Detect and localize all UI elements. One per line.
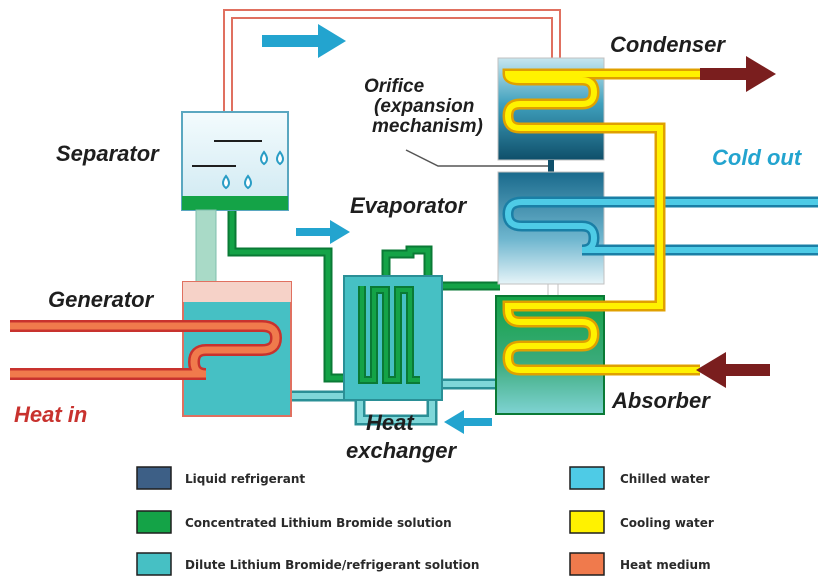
heat-in-label: Heat in xyxy=(14,402,87,427)
legend-label: Liquid refrigerant xyxy=(185,472,305,486)
legend-item: Cooling water xyxy=(569,510,714,534)
cooling-in-arrow-icon xyxy=(696,352,770,388)
solution-flow-arrow-icon xyxy=(296,220,350,244)
generator-riser xyxy=(195,209,217,285)
vapour-flow-arrow-icon xyxy=(262,24,346,58)
cooling-out-arrow-icon xyxy=(700,56,776,92)
separator-vessel xyxy=(181,111,289,211)
return-flow-arrow-icon xyxy=(444,410,492,434)
cold-out-label: Cold out xyxy=(712,145,803,170)
orifice-leader-line xyxy=(405,149,548,167)
legend-item: Dilute Lithium Bromide/refrigerant solut… xyxy=(136,552,479,576)
condenser-label: Condenser xyxy=(610,32,726,57)
droplet-icon xyxy=(222,150,284,190)
heat-exchanger-label: Heat xyxy=(366,410,415,435)
heat-exchanger xyxy=(343,275,443,401)
condensate-tube xyxy=(548,160,554,174)
legend-label: Cooling water xyxy=(620,516,714,530)
legend-swatch xyxy=(569,510,605,534)
chilled-water-coil xyxy=(502,196,818,256)
legend-label: Concentrated Lithium Bromide solution xyxy=(185,516,452,530)
legend-item: Liquid refrigerant xyxy=(136,466,305,490)
legend-item: Concentrated Lithium Bromide solution xyxy=(136,510,452,534)
heat-exchanger-label-line2: exchanger xyxy=(346,438,457,463)
legend-label: Chilled water xyxy=(620,472,710,486)
separator-label: Separator xyxy=(56,141,160,166)
legend-swatch xyxy=(136,510,172,534)
heat-medium-coil xyxy=(10,320,283,380)
legend-label: Heat medium xyxy=(620,558,711,572)
cooling-water-circuit xyxy=(502,68,700,376)
evaporator-label: Evaporator xyxy=(350,193,468,218)
legend-item: Chilled water xyxy=(569,466,710,490)
vapour-pipe xyxy=(223,9,561,120)
orifice-label-line3: mechanism) xyxy=(372,116,483,137)
absorber-label: Absorber xyxy=(611,388,711,413)
legend-item: Heat medium xyxy=(569,552,711,576)
orifice-label: Orifice xyxy=(364,76,425,97)
legend-label: Dilute Lithium Bromide/refrigerant solut… xyxy=(185,558,479,572)
legend-swatch xyxy=(136,552,172,576)
legend-swatch xyxy=(569,552,605,576)
legend-swatch xyxy=(136,466,172,490)
generator-label: Generator xyxy=(48,287,155,312)
legend-swatch xyxy=(569,466,605,490)
legend: Liquid refrigerant Concentrated Lithium … xyxy=(136,466,714,576)
orifice-label-line2: (expansion xyxy=(374,96,474,117)
